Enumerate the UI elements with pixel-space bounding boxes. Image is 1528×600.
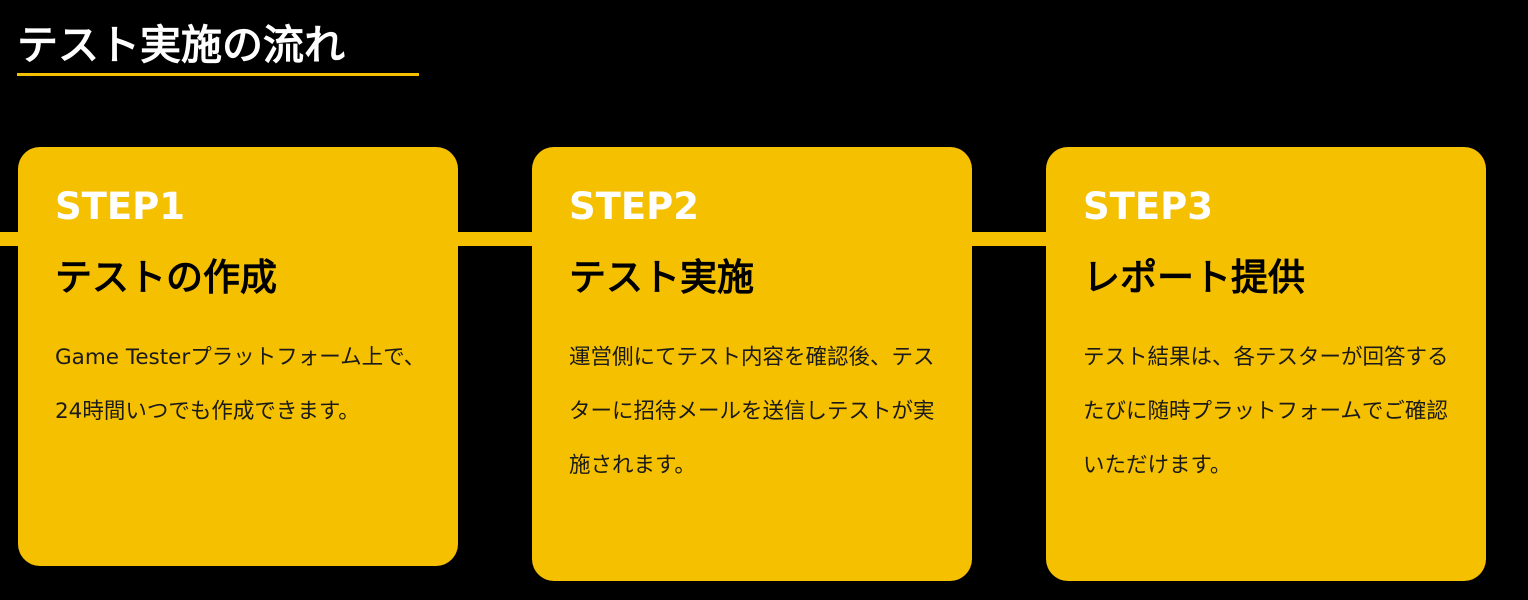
step-description: 運営側にてテスト内容を確認後、テスターに招待メールを送信しテストが実施されます。 [569,345,935,478]
step-label: STEP1 [55,185,186,228]
section-heading: テスト実施の流れ [17,14,419,76]
step-title: レポート提供 [1083,256,1305,299]
step-description: テスト結果は、各テスターが回答するたびに随時プラットフォームでご確認いただけます… [1083,345,1449,478]
step-label: STEP2 [569,185,700,228]
step-card-1: STEP1 テストの作成 Game Testerプラットフォーム上で、24時間い… [18,147,458,566]
section-title: テスト実施の流れ [17,21,345,69]
step-label: STEP3 [1083,185,1214,228]
step-description: Game Testerプラットフォーム上で、24時間いつでも作成できます。 [55,345,426,424]
step-title: テスト実施 [569,256,754,299]
step-title: テストの作成 [55,256,277,299]
step-card-3: STEP3 レポート提供 テスト結果は、各テスターが回答するたびに随時プラットフ… [1046,147,1486,581]
step-card-2: STEP2 テスト実施 運営側にてテスト内容を確認後、テスターに招待メールを送信… [532,147,972,581]
